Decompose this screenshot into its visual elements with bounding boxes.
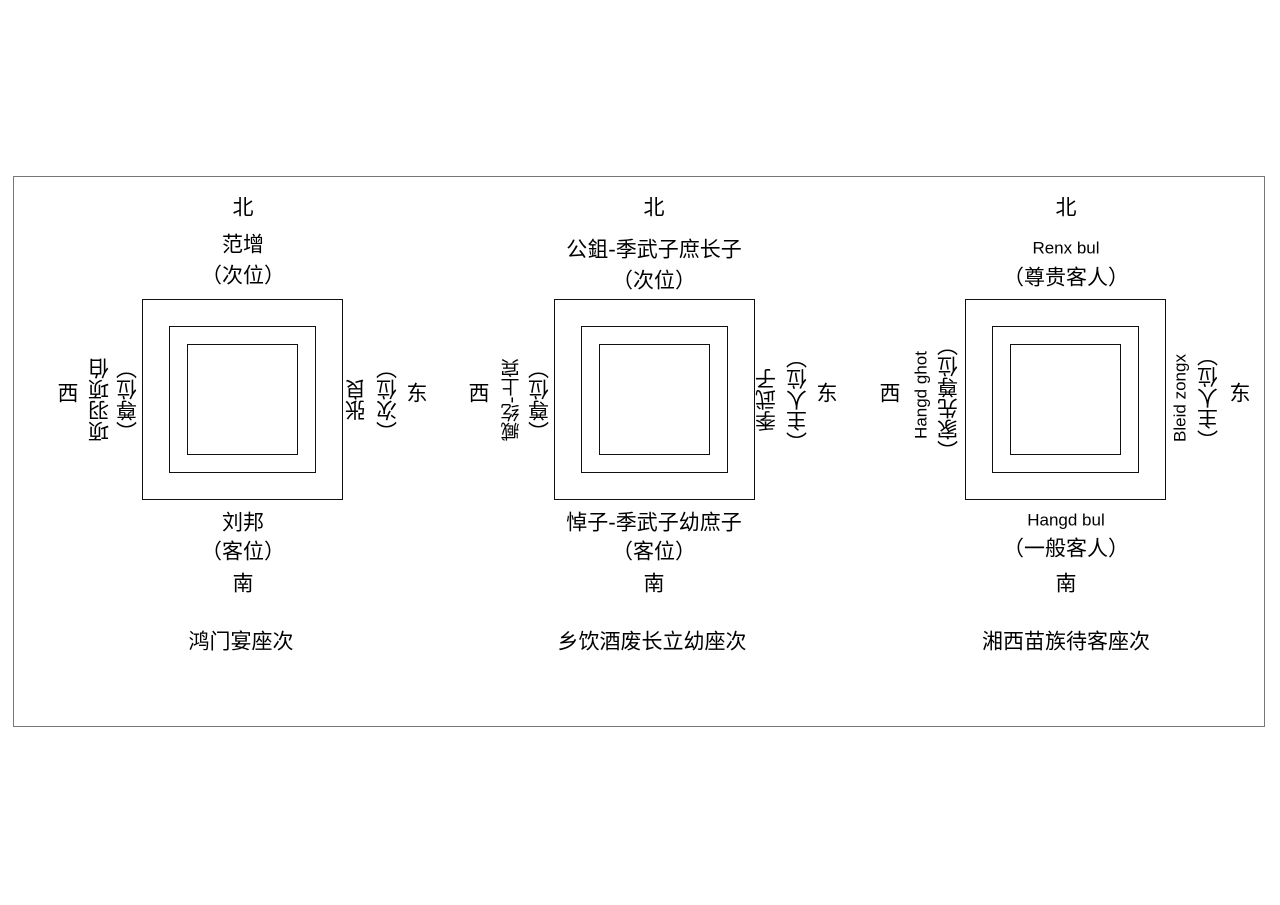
bottom-seat-name: 刘邦 (222, 510, 264, 535)
east-label: 东 (1229, 381, 1251, 406)
right-seat-name: Bleid zongx (1170, 354, 1190, 442)
right-seat-role: （次位） (375, 358, 400, 442)
bottom-seat-role: （一般客人） (1003, 536, 1129, 561)
right-seat-role: （主人位） (785, 347, 810, 453)
diagram-caption: 鸿门宴座次 (188, 629, 294, 654)
diagram-frame (13, 176, 1265, 727)
east-label: 东 (816, 381, 838, 406)
right-seat-name: 张良 (344, 379, 369, 421)
left-seat-role: （家先尊位） (936, 335, 961, 461)
south-label: 南 (1055, 571, 1077, 596)
north-label: 北 (232, 195, 254, 220)
seating-diagram-hongmen: 北 范增 （次位） 西 项羽项伯 （尊位） 张良 （次位） 东 刘邦 （客位） … (43, 0, 443, 905)
left-seat-role: （尊位） (527, 358, 552, 442)
top-seat-role: （尊贵客人） (1003, 265, 1129, 290)
inner-square (599, 344, 710, 455)
diagram-caption: 乡饮酒废长立幼座次 (557, 629, 747, 654)
middle-square (581, 326, 728, 473)
middle-square (169, 326, 316, 473)
bottom-seat-role: （客位） (201, 539, 285, 564)
outer-square (142, 299, 343, 500)
middle-square (992, 326, 1139, 473)
left-seat-name: Hangd ghot (911, 351, 931, 439)
south-label: 南 (232, 571, 254, 596)
east-label: 东 (406, 381, 428, 406)
bottom-seat-name: 悼子-季武子幼庶子 (566, 510, 742, 535)
diagram-caption: 湘西苗族待客座次 (982, 629, 1150, 654)
left-seat-name: 臧纥-上宾 (500, 358, 523, 442)
north-label: 北 (643, 195, 665, 220)
outer-square (965, 299, 1166, 500)
top-seat-role: （次位） (612, 268, 696, 293)
inner-square (1010, 344, 1121, 455)
seating-diagram-xiangyinjiu: 北 公鉏-季武子庶长子 （次位） 西 臧纥-上宾 （尊位） 季武子 （主人位） … (454, 0, 854, 905)
inner-square (187, 344, 298, 455)
right-seat-name: 季武子 (754, 368, 779, 432)
top-seat-name: Renx bul (1032, 238, 1100, 258)
west-label: 西 (468, 381, 490, 406)
right-seat-role: （主人位） (1196, 345, 1221, 451)
left-seat-name: 项羽项伯 (87, 358, 112, 442)
west-label: 西 (879, 381, 901, 406)
west-label: 西 (57, 381, 79, 406)
bottom-seat-name: Hangd bul (1027, 510, 1105, 530)
top-seat-role: （次位） (201, 263, 285, 288)
bottom-seat-role: （客位） (612, 539, 696, 564)
south-label: 南 (643, 571, 665, 596)
north-label: 北 (1055, 195, 1077, 220)
seating-diagram-miao: 北 Renx bul （尊贵客人） 西 Hangd ghot （家先尊位） Bl… (866, 0, 1266, 905)
top-seat-name: 范增 (222, 232, 264, 257)
left-seat-role: （尊位） (115, 358, 140, 442)
outer-square (554, 299, 755, 500)
top-seat-name: 公鉏-季武子庶长子 (566, 237, 742, 262)
